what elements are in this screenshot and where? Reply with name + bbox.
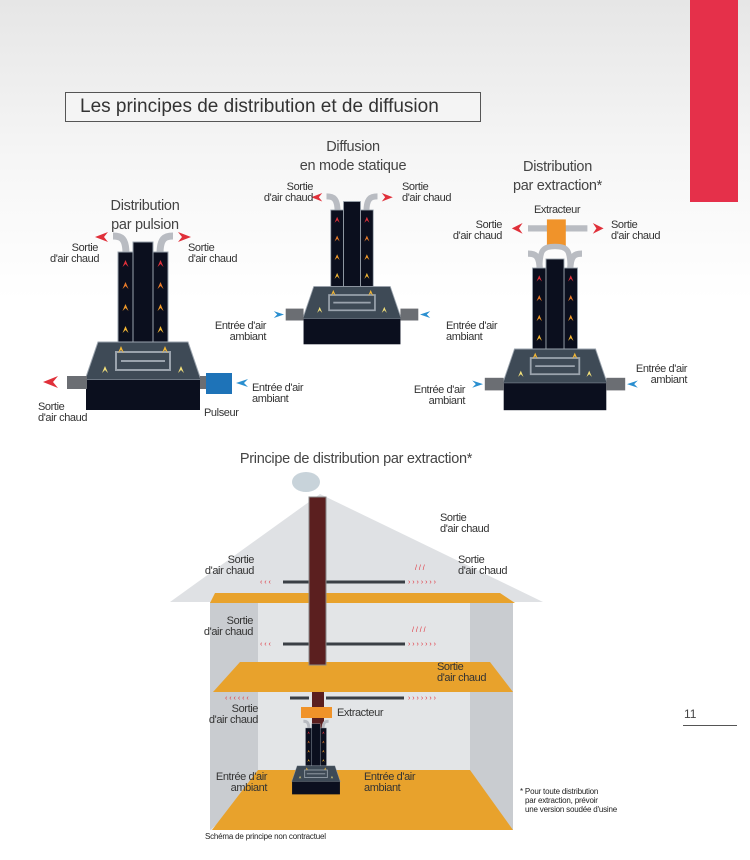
svg-text:/ / /: / / /: [415, 565, 425, 572]
house-title: Principe de distribution par extraction*: [239, 451, 473, 467]
svg-text:‹ ‹ ‹: ‹ ‹ ‹: [260, 579, 272, 586]
pulseur-box: [206, 373, 232, 394]
stove-extraction: [472, 219, 638, 410]
page-title: Les principes de distribution et de diff…: [65, 92, 481, 122]
house-diagram: ‹ ‹ ‹ › › › › › › › ‹ ‹ ‹ › › › › › › › ‹ …: [170, 472, 543, 830]
first-floor: [213, 662, 513, 692]
page-number-rule: [683, 725, 737, 726]
svg-text:‹ ‹ ‹: ‹ ‹ ‹: [260, 641, 272, 648]
svg-text:› › › › › › ›: › › › › › › ›: [408, 641, 437, 648]
extracteur-box: [546, 219, 566, 247]
svg-text:› › › › › › ›: › › › › › › ›: [408, 695, 437, 702]
stove-statique: [273, 193, 431, 344]
attic-floor: [210, 593, 515, 603]
smoke: [292, 472, 320, 492]
house-extracteur: [301, 707, 332, 718]
page-number: 11: [684, 707, 697, 721]
disclaimer: Schéma de principe non contractuel: [205, 832, 326, 841]
extraction-extracteur-label: Extracteur: [534, 204, 581, 216]
pulseur-label: Pulseur: [204, 407, 239, 419]
house-extracteur-label: Extracteur: [337, 707, 384, 719]
svg-text:‹ ‹ ‹ ‹ ‹ ‹: ‹ ‹ ‹ ‹ ‹ ‹: [225, 695, 249, 702]
chimney: [308, 496, 327, 666]
svg-text:› › › › › › ›: › › › › › › ›: [408, 579, 437, 586]
ground-floor: [212, 770, 513, 830]
svg-text:/ / / /: / / / /: [412, 627, 426, 634]
stove-pulsion: [43, 232, 248, 410]
chapter-tab: [690, 0, 738, 202]
